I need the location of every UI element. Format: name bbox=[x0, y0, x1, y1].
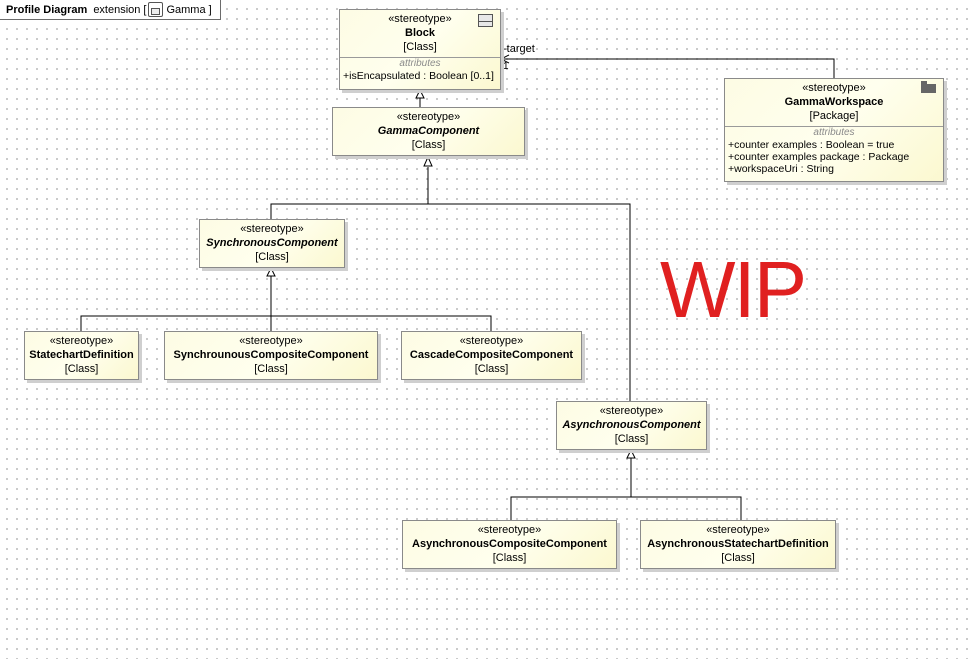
stereotype-label: «stereotype» bbox=[802, 82, 866, 94]
stereotype-label: «stereotype» bbox=[49, 335, 114, 347]
class-name: AsynchronousCompositeComponent bbox=[412, 538, 607, 550]
diagram-name-label: extension bbox=[93, 3, 141, 16]
attributes-header: attributes bbox=[813, 127, 855, 138]
metaclass-label: [Class] bbox=[721, 552, 755, 564]
metaclass-label: [Class] bbox=[64, 363, 99, 375]
metaclass-label: [Class] bbox=[492, 552, 527, 564]
class-statechart-definition[interactable]: «stereotype» StatechartDefinition [Class… bbox=[24, 331, 139, 380]
stereotype-label: «stereotype» bbox=[477, 524, 542, 536]
class-name: SynchrounousCompositeComponent bbox=[173, 349, 369, 361]
class-name: SynchronousComponent bbox=[206, 237, 338, 249]
package-icon bbox=[148, 2, 164, 17]
class-name: CascadeCompositeComponent bbox=[409, 349, 574, 361]
class-name: AsynchronousComponent bbox=[562, 419, 701, 431]
class-name: GammaWorkspace bbox=[784, 96, 884, 108]
class-asynchronous-composite-component[interactable]: «stereotype» AsynchronousCompositeCompon… bbox=[402, 520, 617, 569]
metaclass-label: [Package] bbox=[809, 110, 859, 122]
class-synchronous-component[interactable]: «stereotype» SynchronousComponent [Class… bbox=[199, 219, 345, 268]
open-bracket: [ bbox=[143, 3, 147, 16]
generalization-asynchronous-gammacomponent bbox=[428, 203, 631, 401]
class-synchronous-composite-component[interactable]: «stereotype» SynchrounousCompositeCompon… bbox=[164, 331, 378, 380]
generalization-asynccomposite-asynchronous bbox=[510, 458, 632, 520]
generalization-statechart-synchronous bbox=[80, 276, 272, 331]
metaclass-label: [Class] bbox=[474, 363, 509, 375]
class-name: Block bbox=[405, 27, 435, 39]
class-gamma-workspace[interactable]: «stereotype» GammaWorkspace [Package] at… bbox=[724, 78, 944, 182]
metaclass-label: [Class] bbox=[254, 363, 288, 375]
class-asynchronous-component[interactable]: «stereotype» AsynchronousComponent [Clas… bbox=[556, 401, 707, 450]
stereotype-label: «stereotype» bbox=[239, 335, 303, 347]
stereotype-label: «stereotype» bbox=[599, 405, 664, 417]
stereotype-label: «stereotype» bbox=[459, 335, 524, 347]
stereotype-label: «stereotype» bbox=[706, 524, 770, 536]
stereotype-label: «stereotype» bbox=[396, 111, 461, 123]
stereotype-label: «stereotype» bbox=[240, 223, 304, 235]
block-icon bbox=[478, 14, 493, 27]
diagram-type-label: Profile Diagram bbox=[6, 3, 88, 16]
metaclass-label: [Class] bbox=[614, 433, 649, 445]
association-arrowhead bbox=[499, 54, 510, 64]
association-role-label: -target bbox=[503, 43, 535, 55]
package-icon bbox=[921, 81, 936, 93]
attribute-item[interactable]: +isEncapsulated : Boolean [0..1] bbox=[343, 70, 494, 82]
class-name: AsynchronousStatechartDefinition bbox=[647, 538, 829, 550]
class-name: GammaComponent bbox=[377, 125, 480, 137]
compartment-divider bbox=[340, 57, 500, 58]
generalization-arrowhead-block bbox=[415, 88, 425, 99]
class-cascade-composite-component[interactable]: «stereotype» CascadeCompositeComponent [… bbox=[401, 331, 582, 380]
generalization-synchronous-gammacomponent bbox=[270, 167, 429, 219]
class-asynchronous-statechart-definition[interactable]: «stereotype» AsynchronousStatechartDefin… bbox=[640, 520, 836, 569]
diagram-frame-tab: Profile Diagram extension [ Gamma ] bbox=[0, 0, 221, 20]
generalization-arrowhead-synchronous bbox=[266, 266, 276, 277]
wip-watermark: WIP bbox=[660, 245, 807, 334]
generalization-asyncstatechart-asynchronous bbox=[631, 496, 742, 520]
attribute-item[interactable]: +workspaceUri : String bbox=[728, 163, 834, 175]
association-workspace-block bbox=[501, 58, 835, 78]
attribute-item[interactable]: +counter examples package : Package bbox=[728, 151, 910, 163]
close-bracket: ] bbox=[208, 3, 212, 16]
stereotype-label: «stereotype» bbox=[388, 13, 452, 25]
class-gamma-component[interactable]: «stereotype» GammaComponent [Class] bbox=[332, 107, 525, 156]
metaclass-label: [Class] bbox=[255, 251, 289, 263]
generalization-cascade-synchronous bbox=[271, 315, 492, 331]
class-block[interactable]: «stereotype» Block [Class] attributes +i… bbox=[339, 9, 501, 90]
metaclass-label: [Class] bbox=[411, 139, 446, 151]
compartment-divider bbox=[725, 126, 943, 127]
diagram-owner-label[interactable]: Gamma bbox=[166, 3, 206, 16]
attribute-item[interactable]: +counter examples : Boolean = true bbox=[728, 139, 895, 151]
association-multiplicity-label: 1 bbox=[503, 61, 509, 72]
class-name: StatechartDefinition bbox=[29, 349, 134, 361]
generalization-arrowhead-gammacomponent bbox=[423, 155, 433, 167]
generalization-arrowhead-asynchronous bbox=[626, 448, 636, 459]
attributes-header: attributes bbox=[399, 58, 441, 69]
metaclass-label: [Class] bbox=[403, 41, 437, 53]
